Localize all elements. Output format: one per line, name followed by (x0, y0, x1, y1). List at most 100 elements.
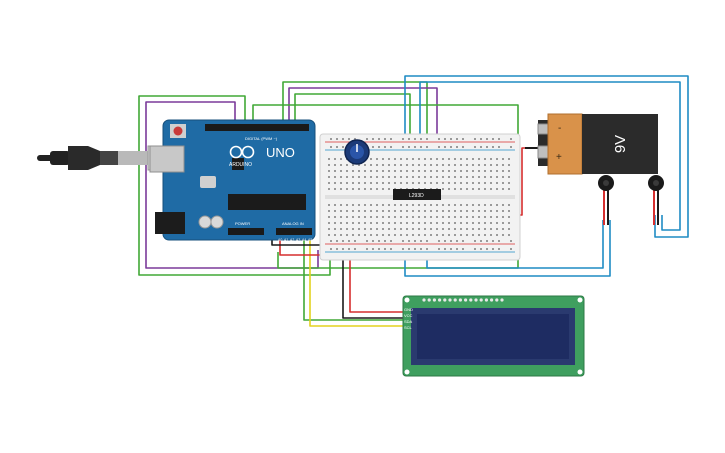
wire-green-top-2 (294, 93, 411, 150)
breadboard-hole (382, 216, 384, 218)
breadboard-hole (508, 216, 510, 218)
breadboard-hole (424, 204, 426, 206)
breadboard-hole (334, 176, 336, 178)
breadboard-rail-hole (474, 146, 476, 148)
breadboard-hole (490, 158, 492, 160)
breadboard-hole (496, 158, 498, 160)
pin-label-a5: A5 (308, 238, 312, 242)
breadboard-hole (478, 222, 480, 224)
breadboard-hole (400, 222, 402, 224)
breadboard-rail-hole (354, 240, 356, 242)
breadboard-rail-hole (408, 146, 410, 148)
breadboard-hole (412, 210, 414, 212)
breadboard-hole (334, 204, 336, 206)
lcd-top-pins (422, 298, 504, 302)
reset-button-icon[interactable] (170, 124, 186, 138)
breadboard-hole (472, 164, 474, 166)
breadboard-hole (430, 170, 432, 172)
breadboard-hole (376, 228, 378, 230)
breadboard-rail-hole (456, 138, 458, 140)
breadboard-hole (352, 204, 354, 206)
breadboard-hole (436, 164, 438, 166)
breadboard-hole (442, 170, 444, 172)
breadboard-hole (346, 234, 348, 236)
potentiometer-icon[interactable] (344, 139, 370, 165)
breadboard-hole (328, 216, 330, 218)
breadboard-hole (328, 176, 330, 178)
breadboard-hole (352, 216, 354, 218)
breadboard-hole (454, 228, 456, 230)
battery-9v: - + 9V (537, 113, 658, 175)
breadboard-hole (376, 164, 378, 166)
breadboard-hole (442, 204, 444, 206)
breadboard-hole (370, 222, 372, 224)
breadboard-hole (466, 204, 468, 206)
breadboard-hole (412, 204, 414, 206)
breadboard-hole (484, 210, 486, 212)
breadboard-hole (490, 210, 492, 212)
arduino-logo-icon (229, 145, 255, 159)
breadboard-hole (370, 188, 372, 190)
breadboard-hole (400, 216, 402, 218)
breadboard-hole (346, 222, 348, 224)
breadboard-rail-hole (444, 248, 446, 250)
breadboard-hole (376, 176, 378, 178)
breadboard-hole (418, 170, 420, 172)
breadboard-hole (424, 176, 426, 178)
breadboard-rail-hole (492, 248, 494, 250)
breadboard-rail-hole (420, 138, 422, 140)
breadboard-hole (340, 222, 342, 224)
breadboard-rail-hole (366, 240, 368, 242)
breadboard-hole (346, 188, 348, 190)
breadboard-hole (394, 234, 396, 236)
breadboard-rail-hole (480, 240, 482, 242)
wire-yellow-lcd (309, 235, 404, 327)
breadboard-hole (346, 210, 348, 212)
breadboard-rail-hole (414, 248, 416, 250)
breadboard-rail-hole (330, 146, 332, 148)
breadboard-rail-hole (486, 248, 488, 250)
breadboard-hole (358, 204, 360, 206)
breadboard-hole (334, 222, 336, 224)
breadboard-hole (436, 210, 438, 212)
breadboard-hole (472, 222, 474, 224)
breadboard-hole (394, 170, 396, 172)
breadboard-hole (466, 170, 468, 172)
breadboard-hole (418, 158, 420, 160)
breadboard-rail-hole (348, 248, 350, 250)
breadboard-hole (346, 164, 348, 166)
breadboard-hole (382, 222, 384, 224)
breadboard-rail-hole (480, 138, 482, 140)
lcd-module: GND VCC SDA SCL (402, 295, 585, 377)
breadboard-hole (448, 210, 450, 212)
breadboard-rail-hole (402, 248, 404, 250)
breadboard-hole (496, 222, 498, 224)
breadboard-hole (364, 204, 366, 206)
breadboard-hole (490, 188, 492, 190)
breadboard-hole (424, 228, 426, 230)
breadboard-hole (382, 164, 384, 166)
breadboard-hole (502, 204, 504, 206)
breadboard-hole (478, 158, 480, 160)
lcd-header-pin (427, 298, 431, 302)
breadboard-hole (376, 188, 378, 190)
breadboard-hole (442, 188, 444, 190)
breadboard-hole (490, 170, 492, 172)
breadboard-hole (460, 170, 462, 172)
breadboard-hole (496, 164, 498, 166)
breadboard-hole (478, 182, 480, 184)
breadboard-hole (352, 176, 354, 178)
breadboard-hole (508, 210, 510, 212)
breadboard-hole (364, 210, 366, 212)
breadboard-hole (388, 164, 390, 166)
lcd-pin-scl: SCL (404, 325, 413, 330)
breadboard-hole (400, 158, 402, 160)
breadboard-rail-hole (462, 248, 464, 250)
breadboard-hole (424, 170, 426, 172)
breadboard-rail-hole (462, 146, 464, 148)
breadboard-hole (466, 158, 468, 160)
breadboard-hole (496, 182, 498, 184)
breadboard-rail-hole (390, 248, 392, 250)
breadboard-hole (328, 222, 330, 224)
wire-red-power (279, 235, 328, 256)
